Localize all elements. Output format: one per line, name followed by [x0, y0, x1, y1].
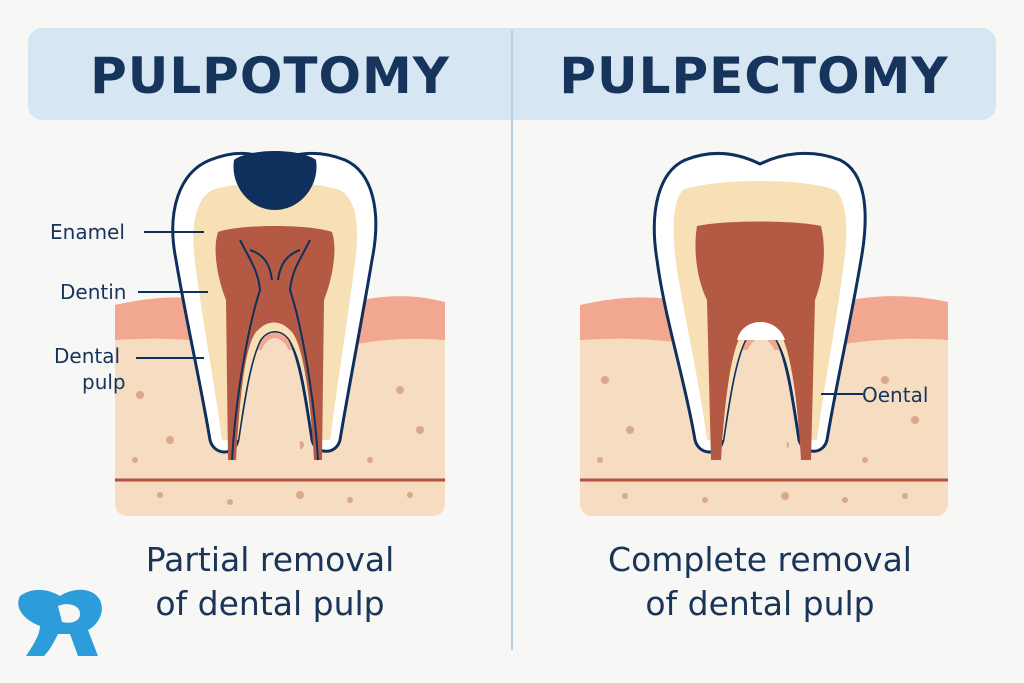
title-pulpectomy: PULPECTOMY	[559, 47, 949, 105]
label-dentin: Dentin	[60, 280, 127, 304]
pulp	[695, 221, 824, 460]
root-inner-light	[737, 322, 785, 340]
tooth-cavity-icon	[233, 151, 317, 210]
pulpectomy-diagram	[580, 151, 948, 516]
caption-pulpotomy-line2: of dental pulp	[155, 584, 385, 623]
pulp	[215, 226, 335, 460]
label-dental-right: Oental	[862, 383, 929, 407]
title-pulpotomy: PULPOTOMY	[90, 47, 450, 105]
caption-pulpectomy-line2: of dental pulp	[645, 584, 875, 623]
caption-pulpectomy: Complete removal of dental pulp	[550, 538, 970, 626]
label-enamel: Enamel	[50, 220, 125, 244]
caption-pulpectomy-line1: Complete removal	[608, 540, 912, 579]
center-divider	[511, 30, 513, 650]
root-inner	[735, 338, 787, 460]
dental-logo-icon	[18, 589, 102, 656]
caption-pulpotomy-line1: Partial removal	[145, 540, 395, 579]
root-inner	[250, 338, 300, 460]
label-pulp-line1: Dental	[54, 344, 121, 368]
nerve-lines	[231, 239, 319, 461]
label-pulp-line2: pulp	[82, 370, 126, 394]
caption-pulpotomy: Partial removal of dental pulp	[60, 538, 480, 626]
pulpotomy-diagram	[115, 151, 445, 516]
label-leaders	[136, 231, 208, 359]
